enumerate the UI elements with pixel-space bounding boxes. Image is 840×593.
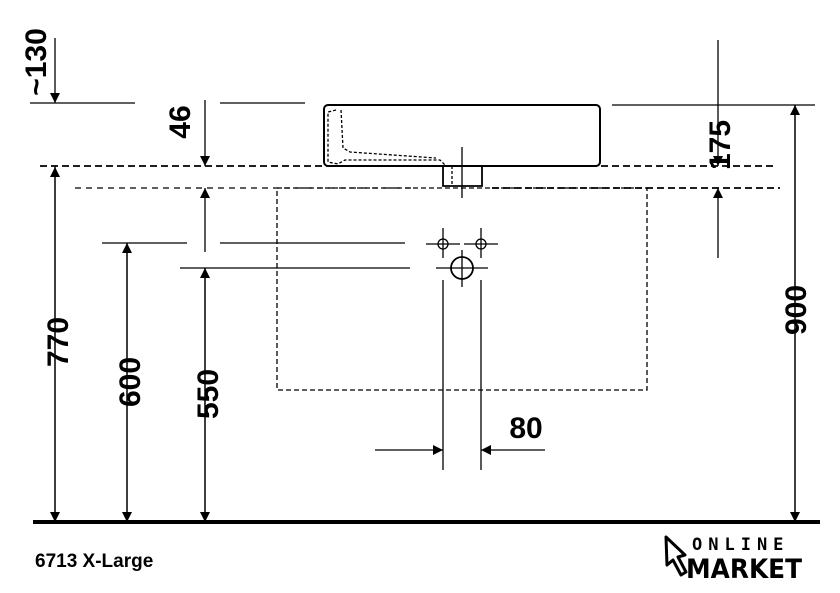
dim-supply-height: 600 — [114, 357, 147, 407]
dim-supply-spacing: 80 — [509, 412, 542, 445]
cursor-icon — [664, 535, 688, 577]
model-caption: 6713 X-Large — [35, 551, 153, 572]
svg-text:ONLINE: ONLINE — [692, 535, 789, 555]
dim-drain-height: 550 — [192, 369, 225, 419]
dim-basin-height: 175 — [704, 120, 737, 170]
cabinet-outline — [276, 187, 648, 391]
online-market-logo: ONLINE MARKET — [664, 535, 803, 585]
basin-bowl-hidden — [327, 109, 446, 166]
svg-text:MARKET: MARKET — [686, 554, 803, 585]
dim-total-height: 900 — [780, 285, 813, 335]
dim-counter-height: 770 — [42, 317, 75, 367]
dim-top-offset: ~130 — [20, 28, 53, 96]
dim-rim-height: 46 — [164, 105, 197, 138]
